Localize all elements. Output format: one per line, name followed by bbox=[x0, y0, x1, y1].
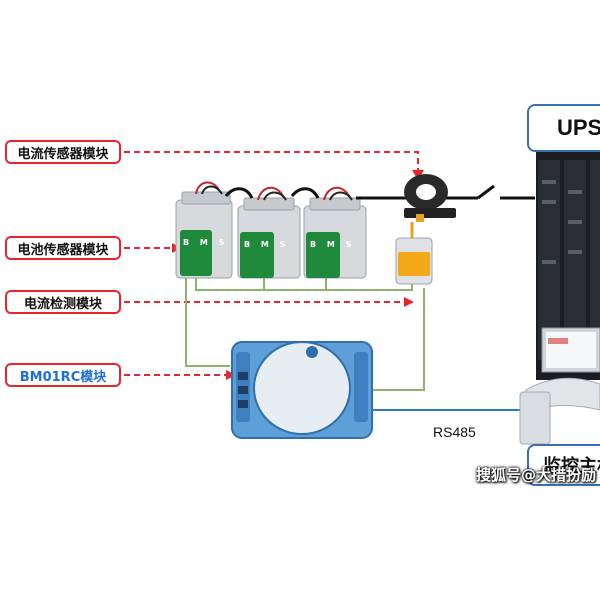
power-line bbox=[365, 184, 535, 200]
battery-2 bbox=[237, 186, 301, 279]
monitor-title: 监控主机 bbox=[527, 444, 600, 486]
label-bm01rc: BM01RC模块 bbox=[5, 363, 121, 387]
ups-title: UPS bbox=[527, 104, 600, 152]
current-detect-device bbox=[395, 222, 433, 285]
bm01rc-device bbox=[231, 341, 373, 439]
watermark: 搜狐号@大措扮励 bbox=[476, 466, 597, 484]
monitor-workstation bbox=[519, 327, 600, 445]
label-battery-sensor: 电池传感器模块 bbox=[5, 236, 121, 260]
arrow-current-sensor bbox=[124, 151, 419, 172]
current-sensor-device bbox=[404, 174, 456, 222]
label-current-sensor: 电流传感器模块 bbox=[5, 140, 121, 164]
bms-letters-2: B M S bbox=[244, 240, 290, 249]
label-current-detect: 电流检测模块 bbox=[5, 290, 121, 314]
bms-letters-3: B M S bbox=[310, 240, 356, 249]
dashed-arrows bbox=[124, 151, 419, 376]
green-wires bbox=[185, 266, 425, 391]
battery-3 bbox=[303, 186, 367, 279]
battery-1 bbox=[175, 181, 233, 279]
bms-letters-1: B M S bbox=[183, 238, 229, 247]
rs485-label: RS485 bbox=[433, 424, 476, 440]
